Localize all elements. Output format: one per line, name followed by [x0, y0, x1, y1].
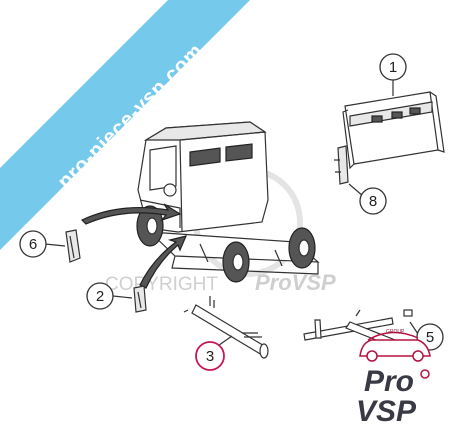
callout-3: 3 — [195, 341, 225, 371]
watermark-copyright-text: COPYRIGHT — [105, 274, 218, 295]
arrow-to-side-panel — [80, 203, 182, 225]
logo-line2: VSP — [356, 395, 417, 428]
wheel-rear-right — [288, 227, 316, 269]
callout-5-number: 5 — [426, 329, 434, 346]
callout-1: 1 — [379, 53, 407, 81]
callout-8-number: 8 — [369, 193, 377, 210]
part-rear-panel — [342, 91, 445, 170]
logo-car-body — [359, 339, 431, 357]
wheel-rear-left — [222, 241, 250, 283]
arrow-to-lower-panel — [139, 235, 188, 289]
callout-6-number: 6 — [29, 236, 37, 253]
callout-3-number: 3 — [206, 348, 214, 365]
callout-1-number: 1 — [389, 59, 397, 76]
logo-accent-dot — [420, 369, 430, 379]
logo-car-roof — [367, 331, 419, 341]
vehicle-illustration — [80, 121, 320, 289]
watermark-brand-text: ProVSP — [255, 270, 336, 295]
part-bracket — [334, 145, 349, 185]
provsp-logo: GROUP Pro VSP — [356, 329, 431, 428]
part-rod — [183, 296, 269, 359]
wheel-front-left — [136, 205, 164, 247]
callout-2-number: 2 — [96, 288, 104, 305]
logo-group-text: GROUP — [386, 329, 405, 335]
callout-8: 8 — [359, 187, 387, 215]
part-side-trim — [65, 229, 81, 263]
logo-line1: Pro — [364, 365, 414, 398]
part-lower-trim — [133, 285, 147, 313]
callout-6: 6 — [19, 230, 47, 258]
callout-2: 2 — [86, 282, 114, 310]
